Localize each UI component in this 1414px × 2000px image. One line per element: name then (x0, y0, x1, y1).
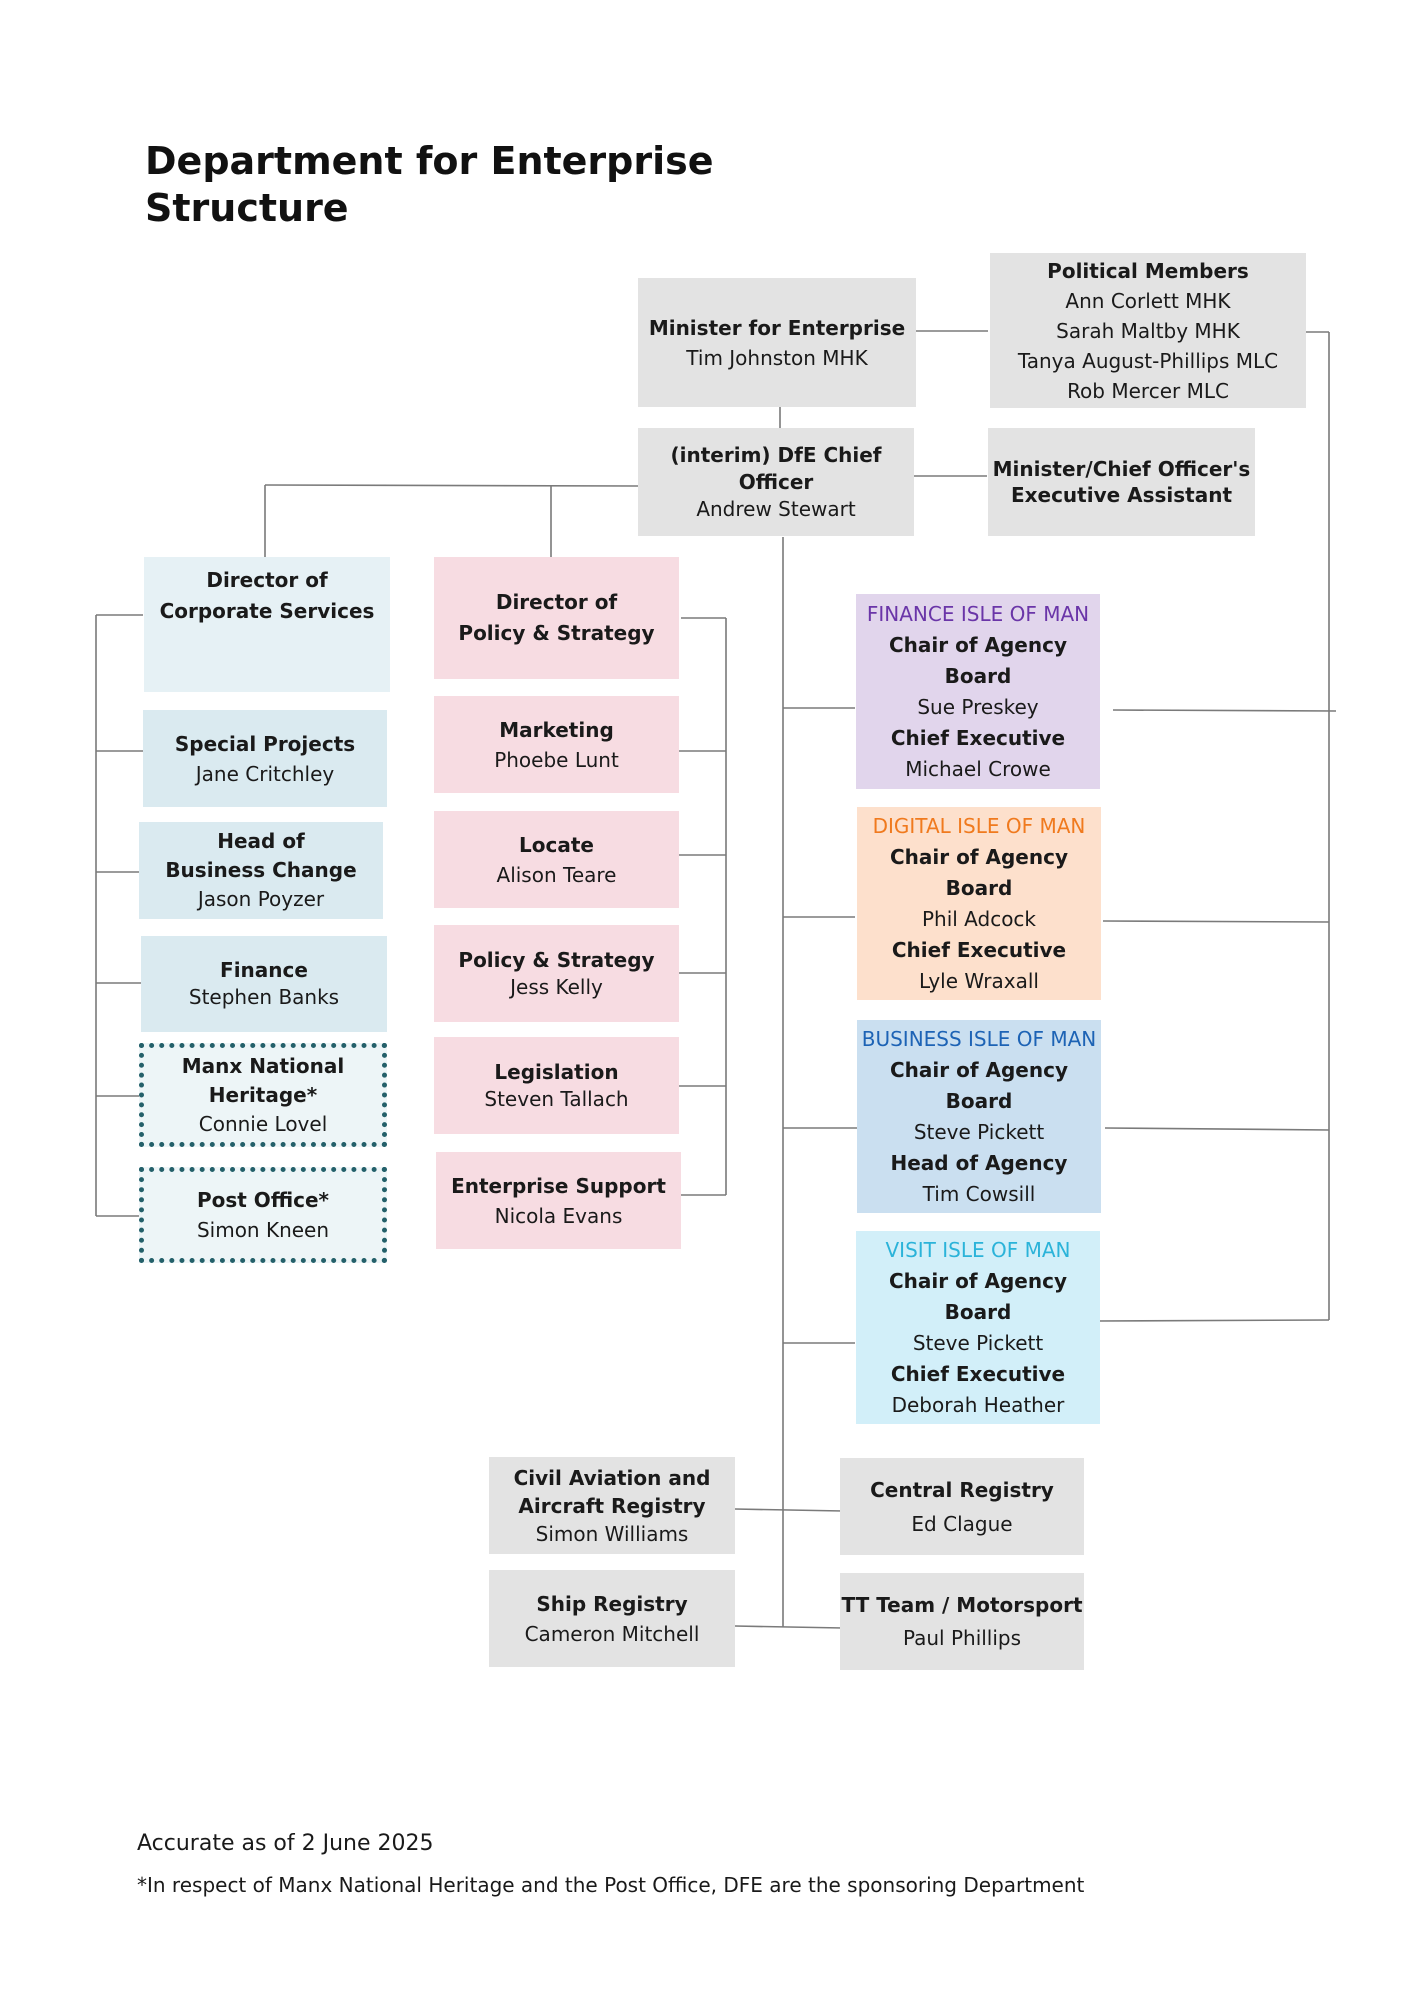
civil-aviation-line2: Aircraft Registry (518, 1493, 706, 1518)
business-agency-name: BUSINESS ISLE OF MAN (861, 1026, 1097, 1051)
tt-team-role: TT Team / Motorsport (841, 1592, 1083, 1617)
locate-name: Alison Teare (496, 862, 617, 887)
special-projects-role: Special Projects (174, 731, 356, 756)
sponsoring-footnote: *In respect of Manx National Heritage an… (137, 1873, 1085, 1897)
visit-agency-role1: Chair of Agency Board (889, 1268, 1067, 1324)
political-member: Rob Mercer MLC (1067, 378, 1229, 403)
finance-name: Stephen Banks (188, 985, 340, 1009)
chief-officer-name: Andrew Stewart (696, 496, 856, 521)
director-policy-line2: Policy & Strategy (458, 621, 655, 645)
marketing-name: Phoebe Lunt (494, 747, 619, 772)
political-member: Ann Corlett MHK (1065, 288, 1231, 313)
minister-box: Minister for Enterprise Tim Johnston MHK (638, 278, 916, 407)
civil-aviation-name: Simon Williams (535, 1521, 689, 1546)
page-title: Department for Enterprise Structure (145, 139, 714, 230)
locate-box: Locate Alison Teare (434, 811, 679, 908)
ship-registry-role: Ship Registry (536, 1591, 688, 1616)
finance-box: Finance Stephen Banks (141, 936, 387, 1032)
manx-national-heritage-box: Manx National Heritage* Connie Lovel (139, 1043, 387, 1147)
marketing-role: Marketing (499, 717, 614, 742)
business-change-name: Jason Poyzer (197, 887, 325, 911)
visit-agency-name1: Steve Pickett (912, 1330, 1044, 1355)
policy-strategy-box: Policy & Strategy Jess Kelly (434, 925, 679, 1022)
minister-role: Minister for Enterprise (648, 315, 906, 340)
finance-isle-of-man-box: FINANCE ISLE OF MAN Chair of Agency Boar… (856, 594, 1100, 789)
ship-registry-name: Cameron Mitchell (524, 1621, 700, 1646)
business-agency-name1: Steve Pickett (913, 1119, 1045, 1144)
visit-agency-name: VISIT ISLE OF MAN (885, 1237, 1071, 1262)
marketing-box: Marketing Phoebe Lunt (434, 696, 679, 793)
legislation-box: Legislation Steven Tallach (434, 1037, 679, 1134)
finance-agency-name1: Sue Preskey (917, 694, 1039, 719)
visit-agency-name2: Deborah Heather (891, 1392, 1065, 1417)
business-agency-role1: Chair of Agency Board (890, 1057, 1068, 1113)
heritage-line1: Manx National (181, 1053, 345, 1078)
enterprise-support-box: Enterprise Support Nicola Evans (436, 1152, 681, 1249)
finance-agency-role2: Chief Executive (890, 725, 1066, 750)
chief-officer-box: (interim) DfE Chief Officer Andrew Stewa… (638, 428, 914, 536)
digital-agency-role2: Chief Executive (891, 937, 1067, 962)
central-registry-role: Central Registry (870, 1477, 1054, 1502)
special-projects-name: Jane Critchley (195, 761, 335, 786)
civil-aviation-line1: Civil Aviation and (513, 1465, 711, 1490)
legislation-name: Steven Tallach (484, 1086, 629, 1111)
finance-role: Finance (220, 958, 308, 982)
executive-assistant-line2: Executive Assistant (1010, 483, 1233, 507)
digital-agency-name: DIGITAL ISLE OF MAN (872, 813, 1086, 838)
visit-agency-role2: Chief Executive (890, 1361, 1066, 1386)
locate-role: Locate (519, 832, 594, 857)
minister-name: Tim Johnston MHK (686, 345, 868, 370)
digital-agency-name2: Lyle Wraxall (919, 968, 1039, 993)
special-projects-box: Special Projects Jane Critchley (143, 710, 387, 807)
heritage-line2: Heritage* (208, 1082, 318, 1107)
director-corporate-line1: Director of (206, 568, 328, 592)
post-office-role: Post Office* (196, 1188, 329, 1212)
policy-strategy-role: Policy & Strategy (458, 947, 655, 972)
central-registry-name: Ed Clague (911, 1511, 1013, 1536)
political-member: Sarah Maltby MHK (1056, 318, 1240, 343)
accurate-date-note: Accurate as of 2 June 2025 (137, 1831, 434, 1856)
ship-registry-box: Ship Registry Cameron Mitchell (489, 1570, 735, 1667)
post-office-box: Post Office* Simon Kneen (139, 1167, 387, 1263)
central-registry-box: Central Registry Ed Clague (840, 1458, 1084, 1555)
finance-agency-name2: Michael Crowe (905, 756, 1051, 781)
director-policy-strategy-box: Director of Policy & Strategy (434, 557, 679, 679)
tt-team-name: Paul Phillips (902, 1625, 1022, 1650)
digital-agency-role1: Chair of Agency Board (890, 844, 1068, 900)
executive-assistant-line1: Minister/Chief Officer's (992, 457, 1251, 481)
heritage-name: Connie Lovel (198, 1111, 328, 1136)
political-members-title: Political Members (1047, 258, 1249, 283)
business-isle-of-man-box: BUSINESS ISLE OF MAN Chair of Agency Boa… (857, 1020, 1101, 1213)
political-member: Tanya August-Phillips MLC (1017, 348, 1279, 373)
legislation-role: Legislation (494, 1059, 619, 1084)
business-agency-role2: Head of Agency (890, 1150, 1068, 1175)
chief-officer-role: (interim) DfE Chief Officer (670, 442, 882, 494)
director-corporate-line2: Corporate Services (159, 599, 375, 623)
digital-isle-of-man-box: DIGITAL ISLE OF MAN Chair of Agency Boar… (857, 807, 1101, 1000)
enterprise-support-role: Enterprise Support (451, 1173, 666, 1198)
business-change-line2: Business Change (165, 858, 357, 882)
finance-agency-name: FINANCE ISLE OF MAN (866, 601, 1090, 626)
policy-strategy-name: Jess Kelly (510, 974, 603, 999)
finance-agency-role1: Chair of Agency Board (889, 632, 1067, 688)
executive-assistant-box: Minister/Chief Officer's Executive Assis… (988, 428, 1255, 536)
business-change-box: Head of Business Change Jason Poyzer (139, 822, 383, 919)
business-change-line1: Head of (217, 829, 305, 853)
post-office-name: Simon Kneen (196, 1218, 330, 1242)
civil-aviation-registry-box: Civil Aviation and Aircraft Registry Sim… (489, 1457, 735, 1554)
business-agency-name2: Tim Cowsill (922, 1181, 1036, 1206)
digital-agency-name1: Phil Adcock (921, 906, 1037, 931)
tt-team-motorsport-box: TT Team / Motorsport Paul Phillips (840, 1573, 1084, 1670)
director-corporate-services-box: Director of Corporate Services (144, 557, 390, 692)
visit-isle-of-man-box: VISIT ISLE OF MAN Chair of Agency Board … (856, 1231, 1100, 1424)
enterprise-support-name: Nicola Evans (494, 1203, 623, 1228)
director-policy-line1: Director of (495, 590, 618, 614)
political-members-box: Political Members Ann Corlett MHK Sarah … (990, 253, 1306, 408)
